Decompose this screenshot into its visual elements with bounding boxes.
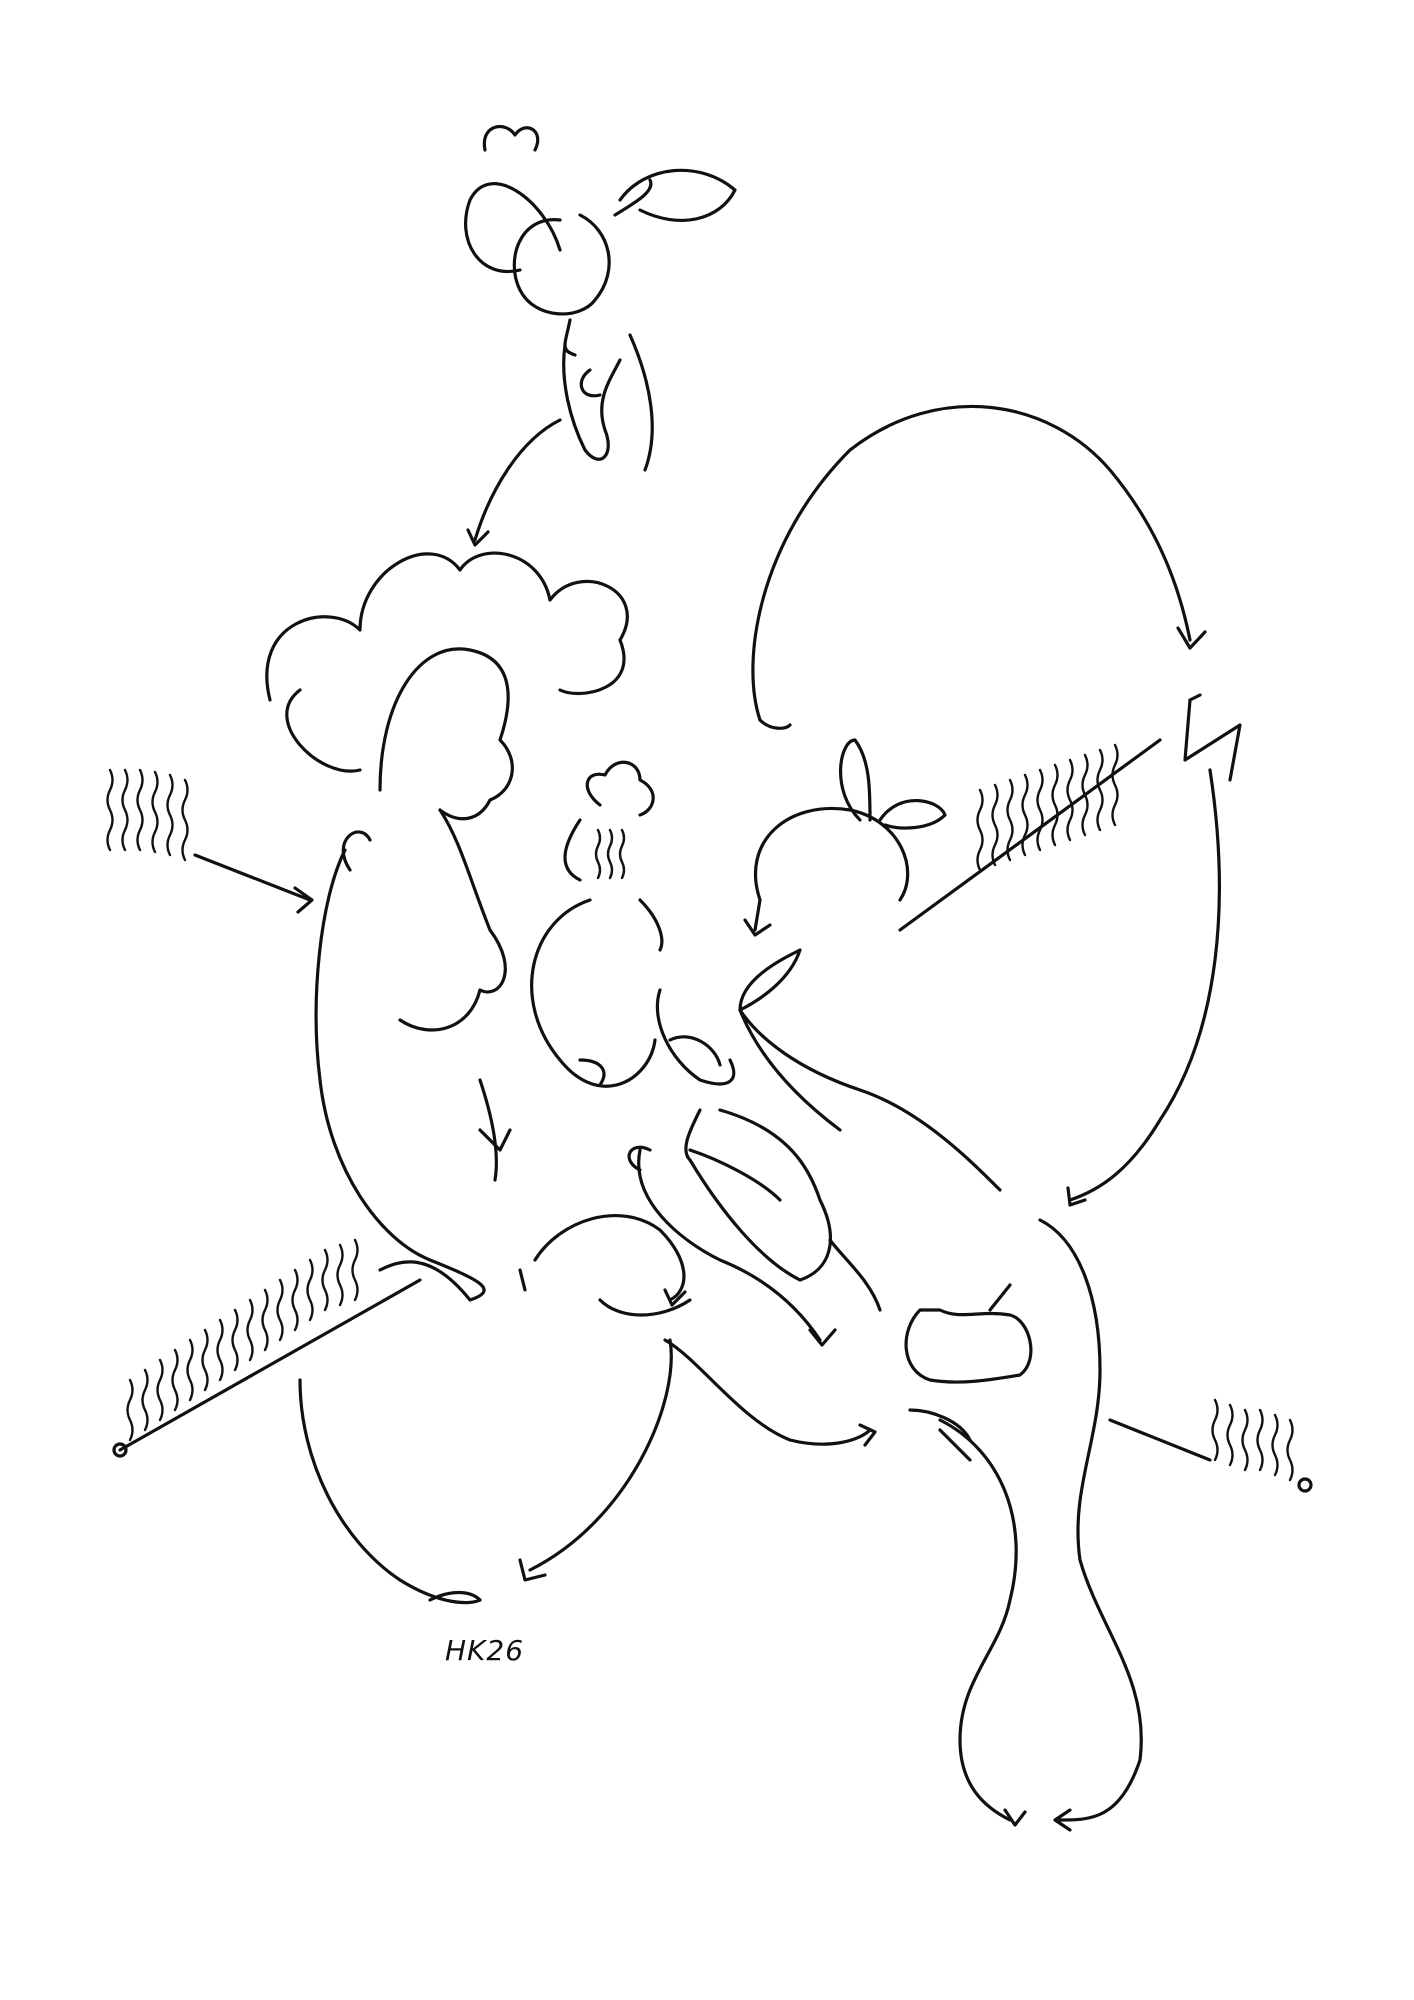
middle-figure bbox=[530, 760, 664, 1088]
right-lower-vase bbox=[908, 1218, 1143, 1832]
right-lower-comb bbox=[1108, 1398, 1313, 1493]
right-figure bbox=[738, 738, 947, 1012]
lower-center-shapes bbox=[518, 1145, 837, 1347]
egg-blob bbox=[904, 1308, 1033, 1384]
right-loop bbox=[751, 404, 1221, 1207]
left-scribble-comb bbox=[106, 768, 314, 914]
central-flow bbox=[655, 988, 1002, 1312]
left-lower-comb bbox=[112, 1238, 422, 1458]
lower-left-loop bbox=[298, 1338, 877, 1605]
curve-arrow-top bbox=[473, 418, 562, 542]
egg-stem bbox=[988, 1283, 1012, 1312]
artist-signature: HK26 bbox=[445, 1634, 524, 1667]
left-large-figure bbox=[265, 551, 629, 1302]
arrowhead-top bbox=[466, 528, 490, 547]
top-figure bbox=[464, 125, 737, 472]
right-scribble-comb bbox=[898, 693, 1242, 932]
